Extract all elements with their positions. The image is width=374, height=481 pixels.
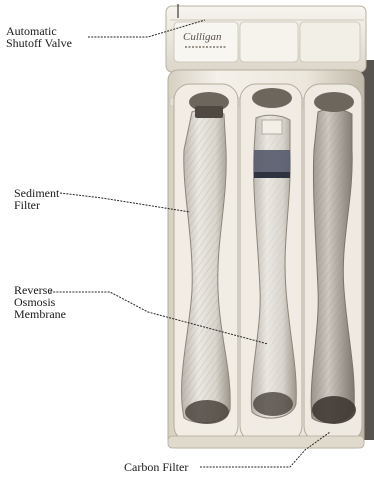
- housing-base: [168, 436, 364, 448]
- canister-middle: [240, 84, 302, 442]
- svg-text:Culligan: Culligan: [183, 31, 222, 43]
- sediment-filter-label: Sediment Filter: [14, 187, 59, 211]
- ro-label-line-3: Membrane: [14, 308, 66, 320]
- reverse-osmosis-membrane-label: Reverse Osmosis Membrane: [14, 284, 66, 320]
- automatic-shutoff-valve-label: Automatic Shutoff Valve: [6, 25, 72, 49]
- carbon-filter-label: Carbon Filter: [124, 461, 188, 473]
- canister-left: [174, 84, 238, 442]
- manifold-head: Culligan: [166, 4, 366, 72]
- carbon-label-text: Carbon Filter: [124, 461, 188, 473]
- canister-right: [304, 84, 362, 442]
- valve-label-line-2: Shutoff Valve: [6, 37, 72, 49]
- sediment-label-line-2: Filter: [14, 199, 59, 211]
